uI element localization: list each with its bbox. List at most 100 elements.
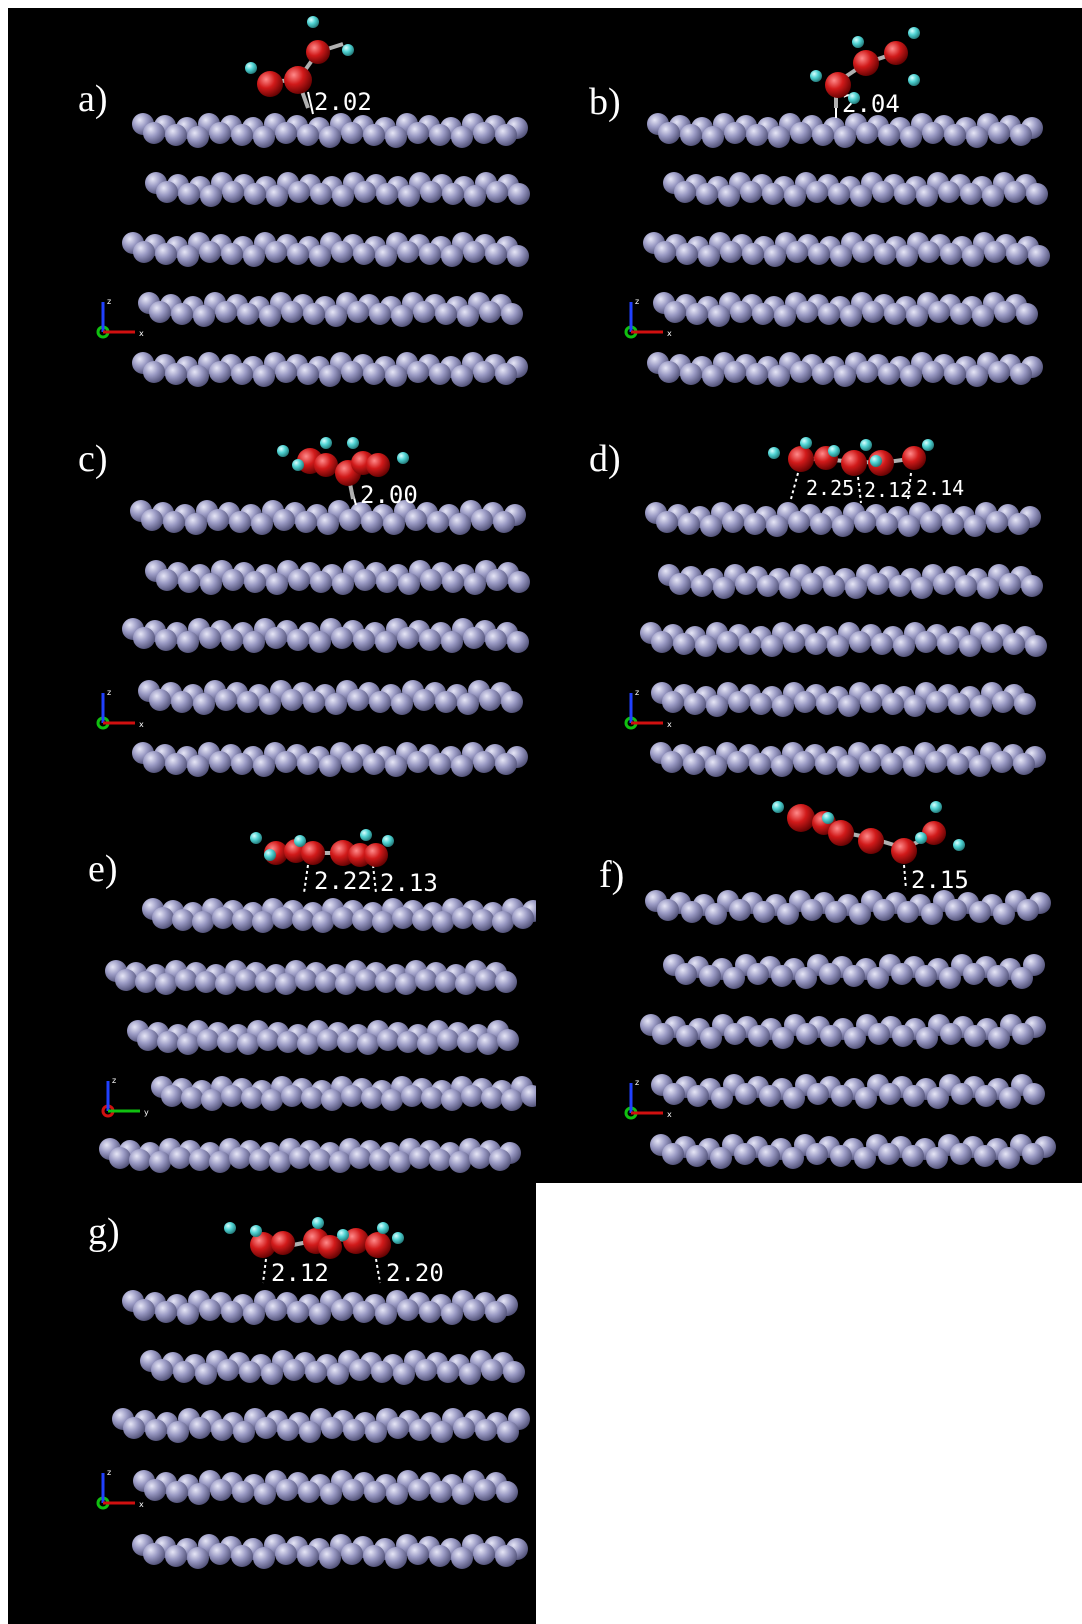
metal-atom <box>253 1547 275 1569</box>
metal-atom <box>896 245 918 267</box>
metal-atom <box>472 909 494 931</box>
panel-f-metal-layer <box>650 1134 1056 1169</box>
metal-atom <box>906 305 928 327</box>
panel-f-adsorbate-molecule <box>772 801 965 864</box>
heavy-atom <box>318 1235 342 1259</box>
axis-horizontal-letter: x <box>667 720 672 729</box>
metal-atom <box>654 241 676 263</box>
metal-atom <box>287 629 309 651</box>
metal-atom <box>451 365 473 387</box>
panel-a-metal-layer <box>132 352 528 387</box>
metal-atom <box>152 907 174 929</box>
metal-atom <box>156 569 178 591</box>
panel-a-metal-slab <box>122 113 530 387</box>
metal-atom <box>393 1363 415 1385</box>
metal-atom <box>441 1089 463 1111</box>
metal-atom <box>790 361 812 383</box>
metal-atom <box>259 693 281 715</box>
panel-d-distance-label: 2.25 <box>806 476 854 500</box>
metal-atom <box>221 243 243 265</box>
metal-atom <box>918 241 940 263</box>
metal-atom <box>784 185 806 207</box>
metal-atom <box>903 755 925 777</box>
metal-atom <box>844 1027 866 1049</box>
panel-e-axes-indicator: zy <box>101 1076 149 1118</box>
panel-d-adsorbate-molecule <box>768 437 934 476</box>
metal-atom <box>700 1027 722 1049</box>
metal-atom <box>1028 245 1050 267</box>
metal-atom <box>496 1481 518 1503</box>
metal-atom <box>753 901 775 923</box>
metal-atom <box>257 1029 279 1051</box>
metal-atom <box>352 909 374 931</box>
metal-atom <box>900 365 922 387</box>
metal-atom <box>415 1359 437 1381</box>
metal-atom <box>661 751 683 773</box>
metal-atom <box>354 569 376 591</box>
metal-atom <box>195 1363 217 1385</box>
axis-horizontal-letter: x <box>139 329 144 338</box>
metal-atom <box>199 1299 221 1321</box>
panel-d-metal-layer <box>658 564 1043 599</box>
metal-atom <box>1013 753 1035 775</box>
metal-atom <box>349 1147 371 1169</box>
metal-atom <box>711 1087 733 1109</box>
metal-atom <box>992 691 1014 713</box>
metal-atom <box>977 577 999 599</box>
metal-atom <box>801 899 823 921</box>
metal-atom <box>464 185 486 207</box>
metal-atom <box>255 1417 277 1439</box>
metal-atom <box>926 1147 948 1169</box>
metal-atom <box>309 1303 331 1325</box>
metal-atom <box>195 971 217 993</box>
metal-atom <box>332 185 354 207</box>
metal-atom <box>232 909 254 931</box>
metal-atom <box>486 569 508 591</box>
metal-atom <box>353 243 375 265</box>
metal-atom <box>477 1033 499 1055</box>
hydrogen-atom <box>382 835 394 847</box>
panel-a-metal-layer <box>138 292 523 327</box>
axis-z-letter: z <box>107 297 111 306</box>
metal-atom <box>718 185 740 207</box>
metal-atom <box>944 124 966 146</box>
metal-atom <box>969 755 991 777</box>
metal-atom <box>999 1087 1021 1109</box>
metal-atom <box>856 361 878 383</box>
metal-atom <box>178 571 200 593</box>
metal-atom <box>495 124 517 146</box>
metal-atom <box>187 365 209 387</box>
metal-atom <box>463 241 485 263</box>
metal-atom <box>144 1479 166 1501</box>
metal-atom <box>922 122 944 144</box>
metal-atom <box>695 635 717 657</box>
metal-atom <box>375 971 397 993</box>
metal-atom <box>1021 575 1043 597</box>
metal-atom <box>429 1545 451 1567</box>
metal-atom <box>397 627 419 649</box>
hydrogen-atom <box>908 27 920 39</box>
metal-atom <box>713 577 735 599</box>
metal-atom <box>237 691 259 713</box>
metal-atom <box>955 575 977 597</box>
metal-atom <box>723 967 745 989</box>
metal-atom <box>375 245 397 267</box>
panel-d-label: d) <box>589 438 621 480</box>
hydrogen-atom <box>264 849 276 861</box>
metal-atom <box>363 363 385 385</box>
metal-atom <box>229 1147 251 1169</box>
metal-atom <box>430 1481 452 1503</box>
metal-atom <box>319 126 341 148</box>
panel-g-metal-slab <box>112 1290 530 1569</box>
metal-atom <box>481 1359 503 1381</box>
metal-atom <box>475 1419 497 1441</box>
metal-atom <box>461 1085 483 1107</box>
metal-atom <box>793 751 815 773</box>
metal-atom <box>881 753 903 775</box>
metal-atom <box>221 629 243 651</box>
panel-d-bond-distance-line <box>790 472 799 500</box>
panel-b-metal-slab <box>643 113 1050 387</box>
metal-atom <box>988 361 1010 383</box>
